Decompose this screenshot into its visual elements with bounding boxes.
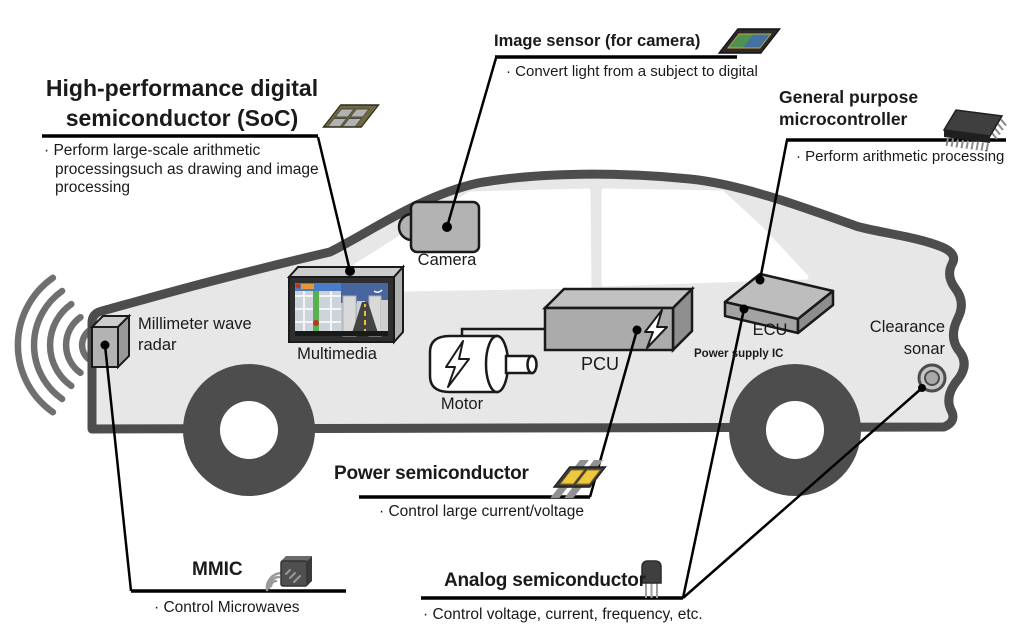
- pcu-unit: [541, 285, 696, 354]
- multimedia-display: [286, 264, 406, 345]
- image-sensor-leader-line: [445, 57, 498, 228]
- motor-label: Motor: [440, 395, 484, 413]
- clearance-sonar-label: Clearance sonar: [869, 318, 945, 358]
- connector-dots: [100, 222, 926, 392]
- motor-bolt-icon: [445, 340, 470, 388]
- nav-screen: [295, 283, 388, 337]
- analog-callout-title: Analog semiconductor: [444, 570, 646, 591]
- camera-label: Camera: [417, 251, 477, 269]
- radar-unit: [89, 313, 132, 370]
- microcontroller-chip-icon: [942, 109, 1007, 152]
- image-sensor-callout-desc: · Convert light from a subject to digita…: [506, 63, 758, 80]
- motor-unit: [428, 334, 538, 394]
- soc-chip-icon: [322, 104, 380, 128]
- sonar-analog-leader-line: [682, 387, 923, 599]
- transistor-icon: [641, 560, 662, 598]
- camera-unit: [397, 200, 481, 254]
- soc-leader-line: [316, 136, 352, 272]
- power-module-icon: [550, 460, 607, 498]
- power-callout-desc: · Control large current/voltage: [379, 503, 585, 520]
- mmic-callout-title: MMIC: [192, 559, 243, 580]
- analog-callout-desc: · Control voltage, current, frequency, e…: [423, 606, 703, 623]
- sonar-ring-icon: [917, 363, 947, 393]
- radar-mmic-leader-line: [103, 344, 133, 592]
- mmic-module-icon: [265, 556, 312, 592]
- multimedia-label: Multimedia: [297, 345, 377, 363]
- ecu-label: ECU: [752, 321, 788, 339]
- soc-callout-title: High-performance digital semiconductor (…: [45, 75, 319, 131]
- image-sensor-chip-icon: [717, 28, 782, 54]
- front-wheel-hub: [220, 401, 278, 459]
- power-supply-ic-label: Power supply IC: [694, 348, 784, 360]
- soc-callout-desc: · Perform large-scale arithmetic process…: [44, 142, 319, 196]
- rear-window: [601, 188, 809, 287]
- power-callout-title: Power semiconductor: [334, 463, 529, 484]
- microcontroller-callout-title: General purpose microcontroller: [779, 87, 919, 129]
- pcu-label: PCU: [580, 354, 619, 374]
- radar-label: Millimeter wave radar: [138, 315, 252, 354]
- ecu-analog-leader-line: [681, 308, 746, 599]
- radar-waves-icon: [14, 274, 93, 416]
- pcu-bolt-icon: [644, 309, 668, 349]
- microcontroller-leader-line: [758, 139, 789, 281]
- car-body: [87, 169, 969, 496]
- image-sensor-callout-title: Image sensor (for camera): [494, 32, 701, 50]
- mmic-callout-desc: · Control Microwaves: [154, 599, 300, 616]
- rear-wheel-hub: [766, 401, 824, 459]
- microcontroller-callout-desc: · Perform arithmetic processing: [796, 148, 1005, 165]
- leader-lines: [103, 57, 923, 599]
